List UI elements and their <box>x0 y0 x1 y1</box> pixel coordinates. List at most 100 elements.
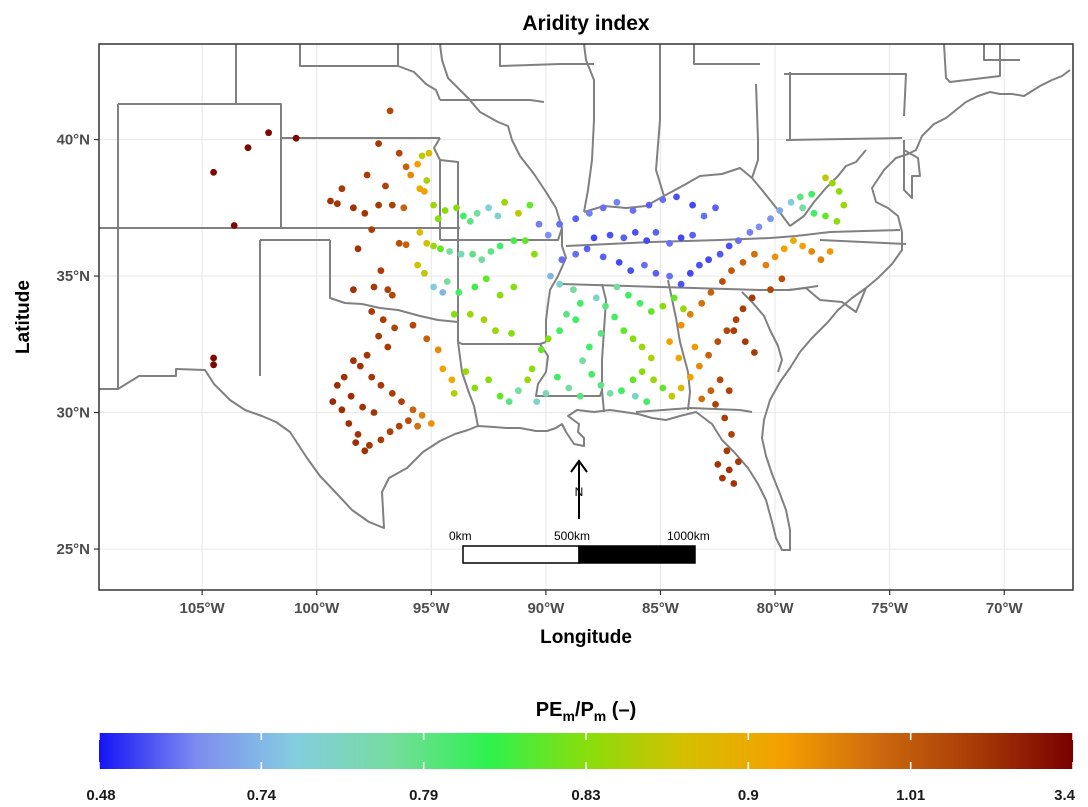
station-point <box>441 207 449 214</box>
station-point <box>457 250 465 258</box>
station-point <box>386 107 394 115</box>
station-point <box>762 261 770 269</box>
station-point <box>748 294 756 302</box>
border-md-de <box>903 140 921 199</box>
station-point <box>723 447 731 455</box>
station-point <box>542 390 550 397</box>
border-pa-south <box>785 72 903 141</box>
border-tx-la <box>457 341 479 427</box>
station-point <box>327 197 334 205</box>
station-point <box>473 209 481 217</box>
station-point <box>739 305 747 313</box>
station-point <box>368 308 376 315</box>
station-point <box>466 310 474 318</box>
station-point <box>730 327 738 335</box>
station-point <box>579 357 586 365</box>
station-point <box>547 272 554 280</box>
y-axis-ticks: 40°N35°N30°N25°N <box>56 132 99 558</box>
x-tick-label: 90°W <box>527 600 565 617</box>
station-point <box>627 267 635 274</box>
station-point <box>395 239 403 247</box>
station-point <box>698 395 706 403</box>
x-axis-label: Longitude <box>540 627 632 648</box>
station-point <box>730 480 738 487</box>
coastline-and-borders <box>99 69 1071 551</box>
x-tick-label: 80°W <box>757 600 795 617</box>
station-point <box>423 177 431 184</box>
station-point <box>418 152 426 160</box>
station-point <box>741 338 749 345</box>
station-point <box>677 321 685 329</box>
station-point <box>728 431 735 438</box>
station-point <box>455 289 463 296</box>
legend-tick-label: 3.4 <box>1054 787 1076 804</box>
scale-label-0: 0km <box>449 529 472 543</box>
station-point <box>787 198 795 206</box>
station-point <box>583 245 591 253</box>
legend-tick-label: 1.01 <box>896 787 925 804</box>
station-point <box>780 245 788 253</box>
border-ne-ks <box>235 44 440 139</box>
station-point <box>480 316 488 324</box>
station-point <box>652 269 660 277</box>
station-point <box>597 381 605 389</box>
station-point <box>421 269 428 277</box>
station-point <box>680 305 687 313</box>
station-point <box>414 422 421 430</box>
station-point <box>835 188 843 195</box>
station-point <box>659 302 667 310</box>
station-point <box>705 256 712 264</box>
border-ne-ia <box>440 99 545 103</box>
station-point <box>333 381 341 389</box>
station-point <box>423 239 431 247</box>
station-point <box>611 313 618 321</box>
station-point <box>572 250 580 258</box>
station-point <box>767 286 774 294</box>
station-point <box>631 392 639 400</box>
station-point <box>544 231 552 239</box>
border-ms-al <box>601 283 607 413</box>
station-point <box>361 209 369 217</box>
station-point <box>556 280 563 288</box>
station-point <box>572 215 580 223</box>
station-point <box>370 409 378 416</box>
station-points <box>210 107 848 487</box>
station-point <box>817 256 825 264</box>
station-point <box>338 406 346 414</box>
border-va-nc <box>819 239 907 245</box>
station-point <box>602 302 609 310</box>
station-point <box>414 261 421 269</box>
station-point <box>686 310 694 318</box>
station-point <box>494 212 502 220</box>
station-point <box>462 368 470 375</box>
station-point <box>698 299 706 307</box>
station-point <box>469 250 476 258</box>
station-point <box>450 390 458 397</box>
station-point <box>515 209 522 217</box>
y-tick-label: 30°N <box>56 405 90 422</box>
station-point <box>537 346 545 354</box>
station-point <box>210 361 218 369</box>
station-point <box>638 368 646 375</box>
y-axis-label: Latitude <box>13 280 34 354</box>
station-point <box>799 242 806 250</box>
station-point <box>716 376 724 384</box>
station-point <box>487 248 495 255</box>
station-point <box>340 373 348 381</box>
station-point <box>725 466 733 474</box>
station-point <box>439 365 447 373</box>
station-point <box>388 291 396 299</box>
station-point <box>501 198 508 206</box>
station-point <box>437 245 444 253</box>
station-point <box>446 248 453 255</box>
station-point <box>384 286 392 294</box>
station-point <box>588 370 596 378</box>
station-point <box>570 286 577 294</box>
station-point <box>625 291 632 299</box>
station-point <box>345 420 353 427</box>
station-point <box>659 196 667 204</box>
station-point <box>496 242 504 250</box>
legend-title: PEm/Pm (–) <box>536 699 637 724</box>
station-point <box>810 209 818 217</box>
